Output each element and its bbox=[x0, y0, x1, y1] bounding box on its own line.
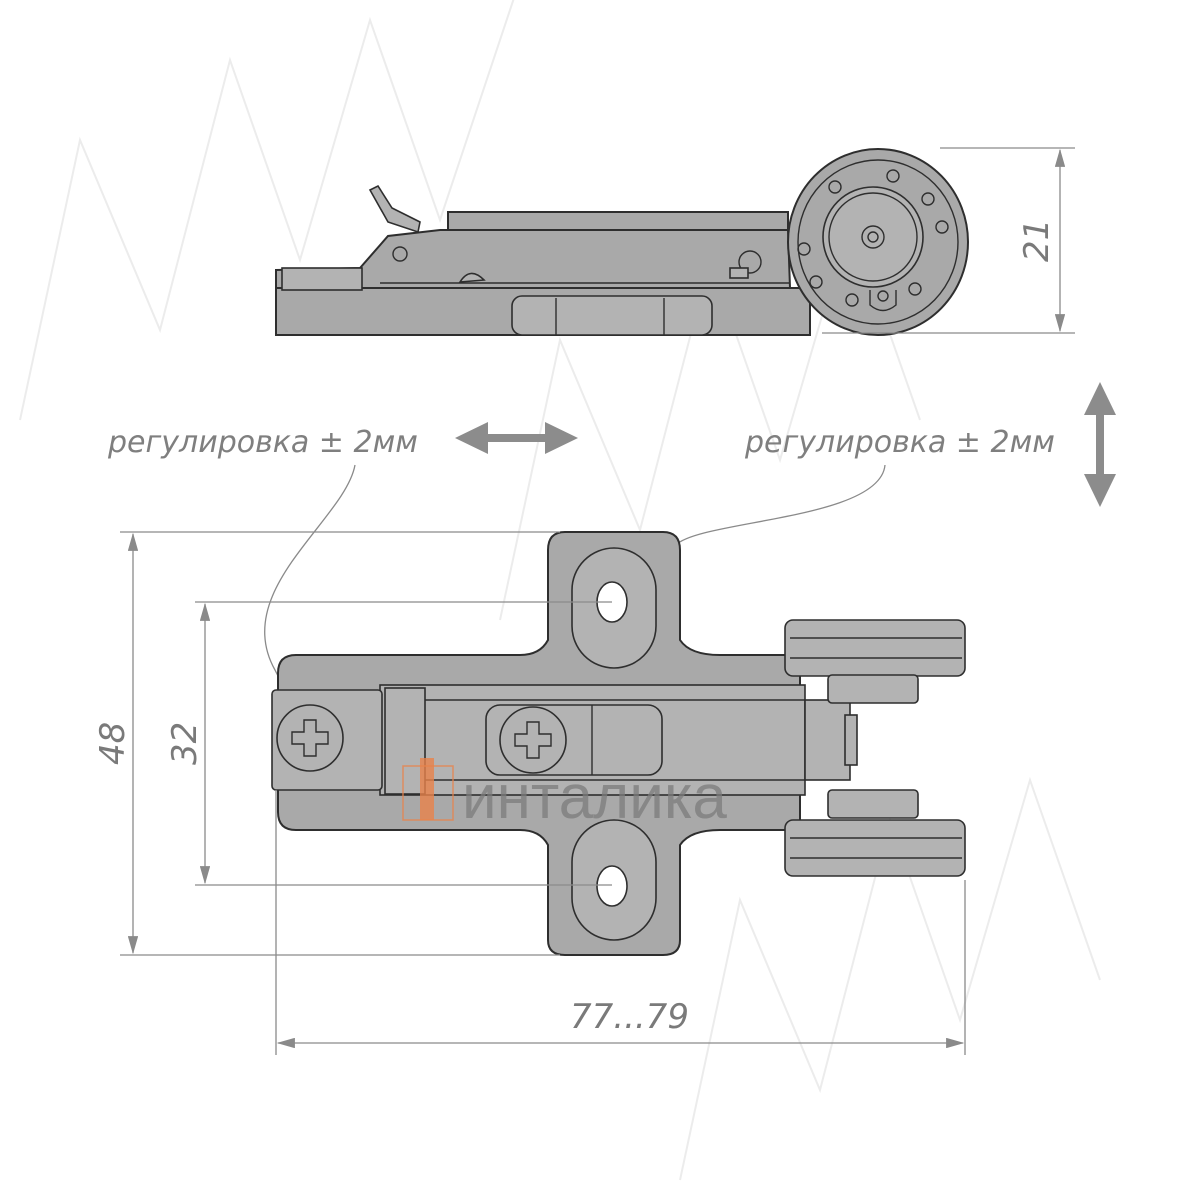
cup-ring bbox=[828, 192, 918, 282]
dimension-48-label: 48 bbox=[93, 722, 133, 765]
stop-block bbox=[729, 267, 749, 279]
screw-adjust bbox=[499, 706, 567, 774]
vertical-adjust-arrow-icon bbox=[1084, 382, 1116, 507]
hinge-rollers bbox=[784, 619, 966, 877]
logo-mark-icon bbox=[420, 758, 434, 820]
base-boss bbox=[511, 295, 713, 336]
clip-bracket bbox=[384, 687, 426, 795]
screw-front bbox=[276, 704, 344, 772]
lower-hole bbox=[596, 865, 628, 907]
cup-rim bbox=[797, 159, 959, 325]
phillips-icon bbox=[514, 721, 552, 759]
phillips-icon bbox=[291, 719, 329, 757]
cup-disk bbox=[787, 148, 969, 336]
intalika-logo-watermark: инталика bbox=[402, 758, 727, 832]
cup-hub-center bbox=[867, 231, 879, 243]
leader-line-vertical bbox=[559, 464, 886, 726]
hinge-knuckle bbox=[804, 699, 851, 781]
dimension-length: 77...79 bbox=[275, 790, 966, 1055]
side-view bbox=[275, 148, 969, 336]
hinge-pin bbox=[844, 714, 858, 766]
logo-text: инталика bbox=[462, 763, 727, 832]
rivet bbox=[458, 272, 486, 283]
dimension-32: 32 bbox=[165, 601, 612, 886]
cup-hub bbox=[861, 225, 885, 249]
dimension-21: 21 bbox=[822, 147, 1075, 334]
dimension-21-label: 21 bbox=[1017, 219, 1057, 262]
adjustment-label-vertical: регулировка ± 2мм bbox=[744, 425, 1055, 460]
arm-top bbox=[447, 211, 789, 231]
pivot-pin bbox=[392, 246, 408, 262]
dimension-48: 48 bbox=[93, 531, 560, 956]
cup-center bbox=[822, 186, 924, 288]
pivot-pin bbox=[738, 250, 762, 274]
dimension-32-label: 32 bbox=[165, 722, 205, 765]
cup-holes bbox=[797, 169, 949, 307]
horizontal-adjust-arrow-icon bbox=[455, 422, 578, 454]
dimension-length-label: 77...79 bbox=[570, 997, 689, 1037]
clip-lever bbox=[368, 184, 421, 234]
cup-tab bbox=[869, 290, 897, 312]
clip-block bbox=[281, 267, 363, 291]
leader-line-horizontal bbox=[264, 464, 356, 721]
plan-view bbox=[271, 531, 966, 956]
adjustment-label-horizontal: регулировка ± 2мм bbox=[107, 425, 418, 460]
